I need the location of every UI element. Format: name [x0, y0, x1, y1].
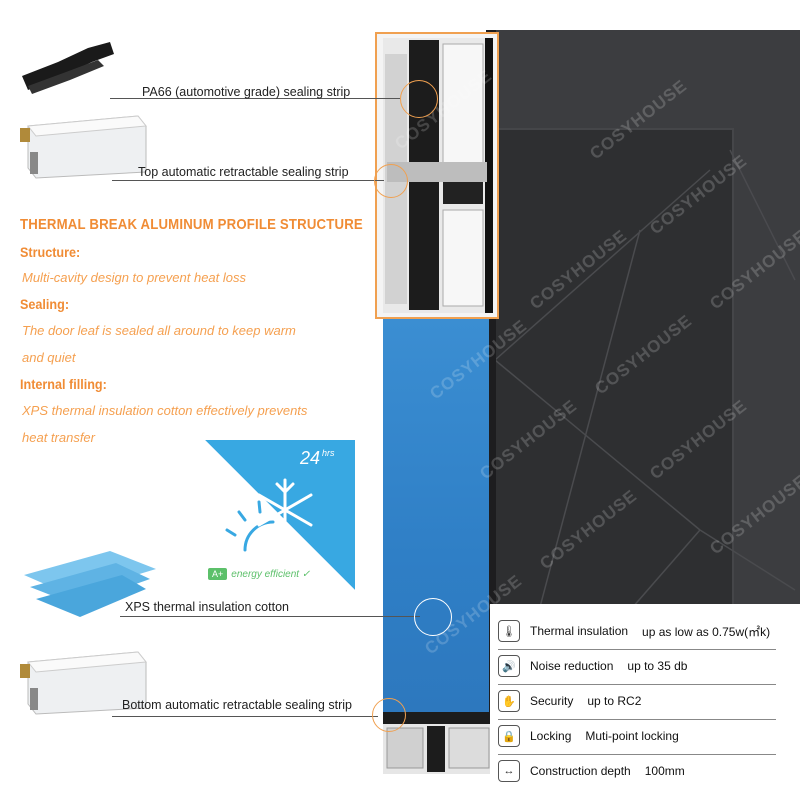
spec-row-security: ✋ Security up to RC2	[498, 686, 778, 716]
bottom-strip-callout-line	[112, 716, 378, 717]
spec-divider	[498, 684, 776, 685]
spec-label: Security	[530, 694, 574, 708]
top-strip-callout-label: Top automatic retractable sealing strip	[138, 165, 349, 179]
spec-row-noise: 🔊 Noise reduction up to 35 db	[498, 651, 778, 681]
top-strip-callout-line	[112, 180, 384, 181]
xps-callout-label: XPS thermal insulation cotton	[125, 600, 289, 614]
pa66-callout-label: PA66 (automotive grade) sealing strip	[142, 85, 351, 99]
sealing-title: Sealing:	[20, 296, 70, 312]
bottom-sealing-strip-image	[20, 651, 147, 715]
spec-value: up to RC2	[587, 694, 642, 708]
bottom-strip-callout-label: Bottom automatic retractable sealing str…	[122, 698, 352, 712]
spec-row-depth: ↔ Construction depth 100mm	[498, 756, 778, 786]
specs-panel	[490, 604, 800, 800]
internal-filling-desc-line: XPS thermal insulation cotton effectivel…	[22, 403, 308, 418]
spec-label: Noise reduction	[530, 659, 614, 673]
spec-value: 100mm	[644, 764, 685, 778]
thermometer-icon: 🌡	[498, 620, 520, 642]
energy-efficient-label: A+ energy efficient ✓	[208, 568, 310, 580]
structure-desc-line: Multi-cavity design to prevent heat loss	[22, 270, 246, 285]
bottom-profile	[383, 712, 493, 774]
hours-unit: hrs	[322, 448, 335, 458]
spec-row-locking: 🔒 Locking Muti-point locking	[498, 721, 778, 751]
spec-label: Thermal insulation	[530, 624, 629, 638]
lock-icon: 🔒	[498, 725, 520, 747]
xps-callout-line	[120, 616, 420, 617]
internal-filling-desc-line: heat transfer	[22, 430, 95, 445]
top-strip-highlight-circle	[374, 164, 408, 198]
pa66-highlight-circle	[400, 80, 438, 118]
spec-divider	[498, 754, 776, 755]
hand-icon: ✋	[498, 690, 520, 712]
energy-triangle-graphic	[205, 440, 355, 590]
structure-title: Structure:	[20, 244, 81, 260]
top-sealing-strip-image	[20, 115, 147, 179]
internal-filling-title: Internal filling:	[20, 376, 107, 392]
sound-icon: 🔊	[498, 655, 520, 677]
xps-highlight-circle	[414, 598, 452, 636]
spec-row-thermal: 🌡 Thermal insulation up as low as 0.75w(…	[498, 616, 778, 646]
spec-value: Muti-point locking	[585, 729, 679, 743]
snowflake-icon	[257, 478, 313, 542]
spec-divider	[498, 719, 776, 720]
spec-label: Locking	[530, 729, 572, 743]
spec-value: up to 35 db	[627, 659, 688, 673]
pa66-callout-line	[110, 98, 400, 99]
width-arrows-icon: ↔	[498, 760, 520, 782]
energy-badge: A+	[208, 568, 228, 580]
xps-boards-image	[24, 551, 156, 617]
sealing-desc-line: The door leaf is sealed all around to ke…	[22, 323, 296, 338]
door-edge	[486, 30, 496, 770]
energy-text: energy efficient ✓	[231, 568, 311, 580]
sealing-desc-line: and quiet	[22, 350, 76, 365]
structure-heading: THERMAL BREAK ALUMINUM PROFILE STRUCTURE	[20, 216, 363, 233]
spec-divider	[498, 649, 776, 650]
spec-value: up as low as 0.75w(㎡k)	[642, 624, 771, 639]
spec-label: Construction depth	[530, 764, 631, 778]
bottom-strip-highlight-circle	[372, 698, 406, 732]
hours-number: 24	[300, 448, 321, 468]
xps-insulation-fill	[383, 318, 489, 713]
pa66-seal-image	[22, 42, 114, 94]
